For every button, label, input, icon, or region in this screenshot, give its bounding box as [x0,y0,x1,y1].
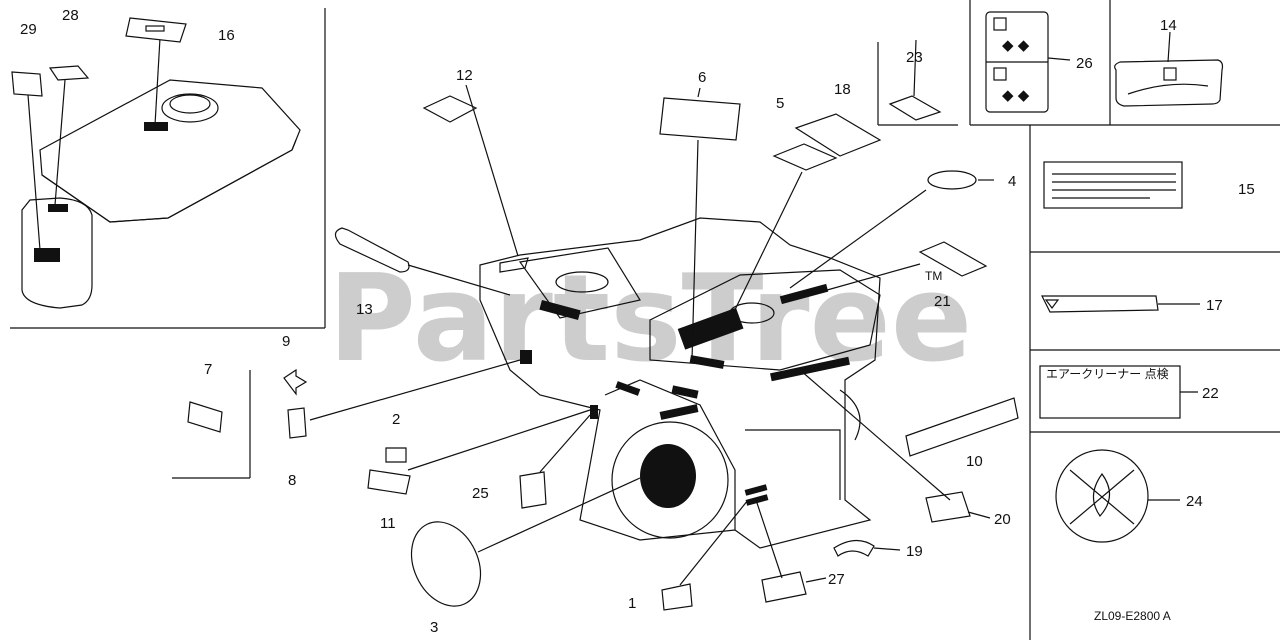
callout-9: 9 [282,333,290,350]
decal-4 [927,170,977,190]
callout-4: 4 [1008,173,1016,190]
callout-8: 8 [288,472,296,489]
decal-recoil-side-1 [744,484,768,496]
decal-1 [661,583,693,611]
callout-10: 10 [966,453,983,470]
decal-recoil-top [659,404,699,420]
frame-lines [10,0,1280,640]
decal-13 [334,227,410,273]
callout-13: 13 [356,301,373,318]
callout-19: 19 [906,543,923,560]
trademark: TM [925,269,942,283]
callout-17: 17 [1206,297,1223,314]
decal-9 [283,368,308,396]
decal-engine-front [689,355,725,369]
callout-23: 23 [906,49,923,66]
decal-12 [422,95,478,123]
decal-27 [761,571,807,603]
callout-3: 3 [430,619,438,636]
decal-recoil-side-2 [745,494,769,506]
decal-3 [410,521,482,607]
svg-text:◆ ◆: ◆ ◆ [1002,87,1030,104]
label-panel-15 [1043,161,1183,209]
decal-8 [287,407,307,439]
callout-11: 11 [380,515,396,532]
decal-18 [794,113,882,157]
label-panel-17 [1041,295,1200,313]
decal-5 [772,143,838,171]
decal-25 [519,471,547,509]
decal-16-slot [145,25,165,32]
decal-29 [11,71,43,97]
decal-engine-left [539,299,581,321]
tank-side-label-mark [34,248,60,262]
label-panel-14 [1114,59,1224,107]
tank-top-label-mark [48,204,68,212]
decal-21 [918,241,988,277]
diagram-code: ZL09-E2800 A [1094,609,1171,623]
decal-6 [659,97,741,141]
callout-14: 14 [1160,17,1177,34]
tank-label-mark [144,122,168,131]
decal-19 [833,539,875,557]
recoil-starter-hole [640,444,696,508]
decal-28 [48,65,90,81]
callout-15: 15 [1238,181,1255,198]
decal-engine-side [770,356,850,382]
callout-21: 21 [934,293,951,310]
decal-16 [125,17,187,43]
decal-23 [888,95,942,121]
callout-6: 6 [698,69,706,86]
svg-text:◆ ◆: ◆ ◆ [1002,37,1030,54]
callout-22: 22 [1202,385,1219,402]
callout-5: 5 [776,95,784,112]
label-22-text: エアークリーナー 点検 [1046,367,1169,381]
decal-lever [590,405,598,419]
engine-body [479,217,881,549]
decal-10 [905,397,1019,457]
label-panel-26: ◆ ◆ ◆ ◆ [985,11,1049,113]
decal-choke [615,381,641,396]
callout-18: 18 [834,81,851,98]
callout-16: 16 [218,27,235,44]
callout-12: 12 [456,67,473,84]
decal-engine-switch [520,350,532,364]
decal-11 [367,469,411,495]
leader-lines [309,31,1171,586]
decal-engine-shroud [671,385,699,399]
label-panel-22: エアークリーナー 点検 [1039,365,1198,419]
callout-25: 25 [472,485,489,502]
callout-1: 1 [628,595,636,612]
decal-engine-tank [779,283,829,305]
callout-28: 28 [62,7,79,24]
decal-engine-top [677,307,744,350]
fuel-tank-inset [21,37,301,309]
callout-7: 7 [204,361,212,378]
callout-29: 29 [20,21,37,38]
callout-26: 26 [1076,55,1093,72]
decal-7 [187,401,223,433]
callout-2: 2 [392,411,400,428]
decal-2 [385,447,407,463]
callout-27: 27 [828,571,845,588]
callout-20: 20 [994,511,1011,528]
decal-20 [925,491,971,523]
callout-24: 24 [1186,493,1203,510]
label-panel-24 [1055,449,1180,543]
